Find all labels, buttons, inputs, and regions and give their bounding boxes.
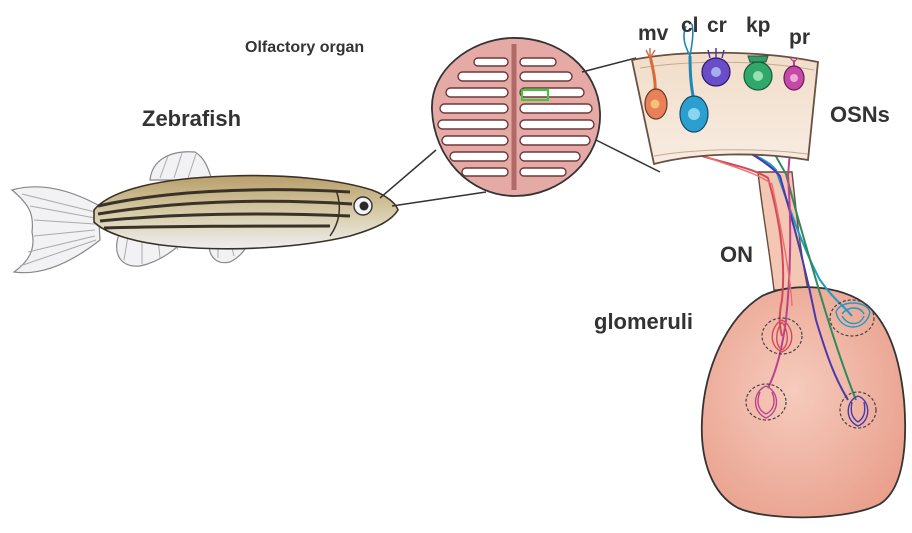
olfactory-bulb [702, 172, 905, 517]
label-glomeruli: glomeruli [594, 309, 693, 334]
label-cell-pr: pr [789, 26, 810, 49]
label-osns: OSNs [830, 102, 890, 127]
zebrafish-illustration [12, 152, 398, 273]
olfactory-organ [432, 38, 600, 196]
tail-fin [12, 187, 100, 273]
label-cell-cl: cl [681, 14, 699, 37]
fish-body [94, 176, 398, 249]
label-olfactory-organ: Olfactory organ [245, 39, 364, 56]
label-zebrafish: Zebrafish [142, 106, 241, 131]
label-olfactory-nerve: ON [720, 242, 753, 267]
label-cell-mv: mv [638, 22, 669, 45]
label-cell-kp: kp [746, 14, 771, 37]
label-cell-cr: cr [707, 14, 727, 37]
